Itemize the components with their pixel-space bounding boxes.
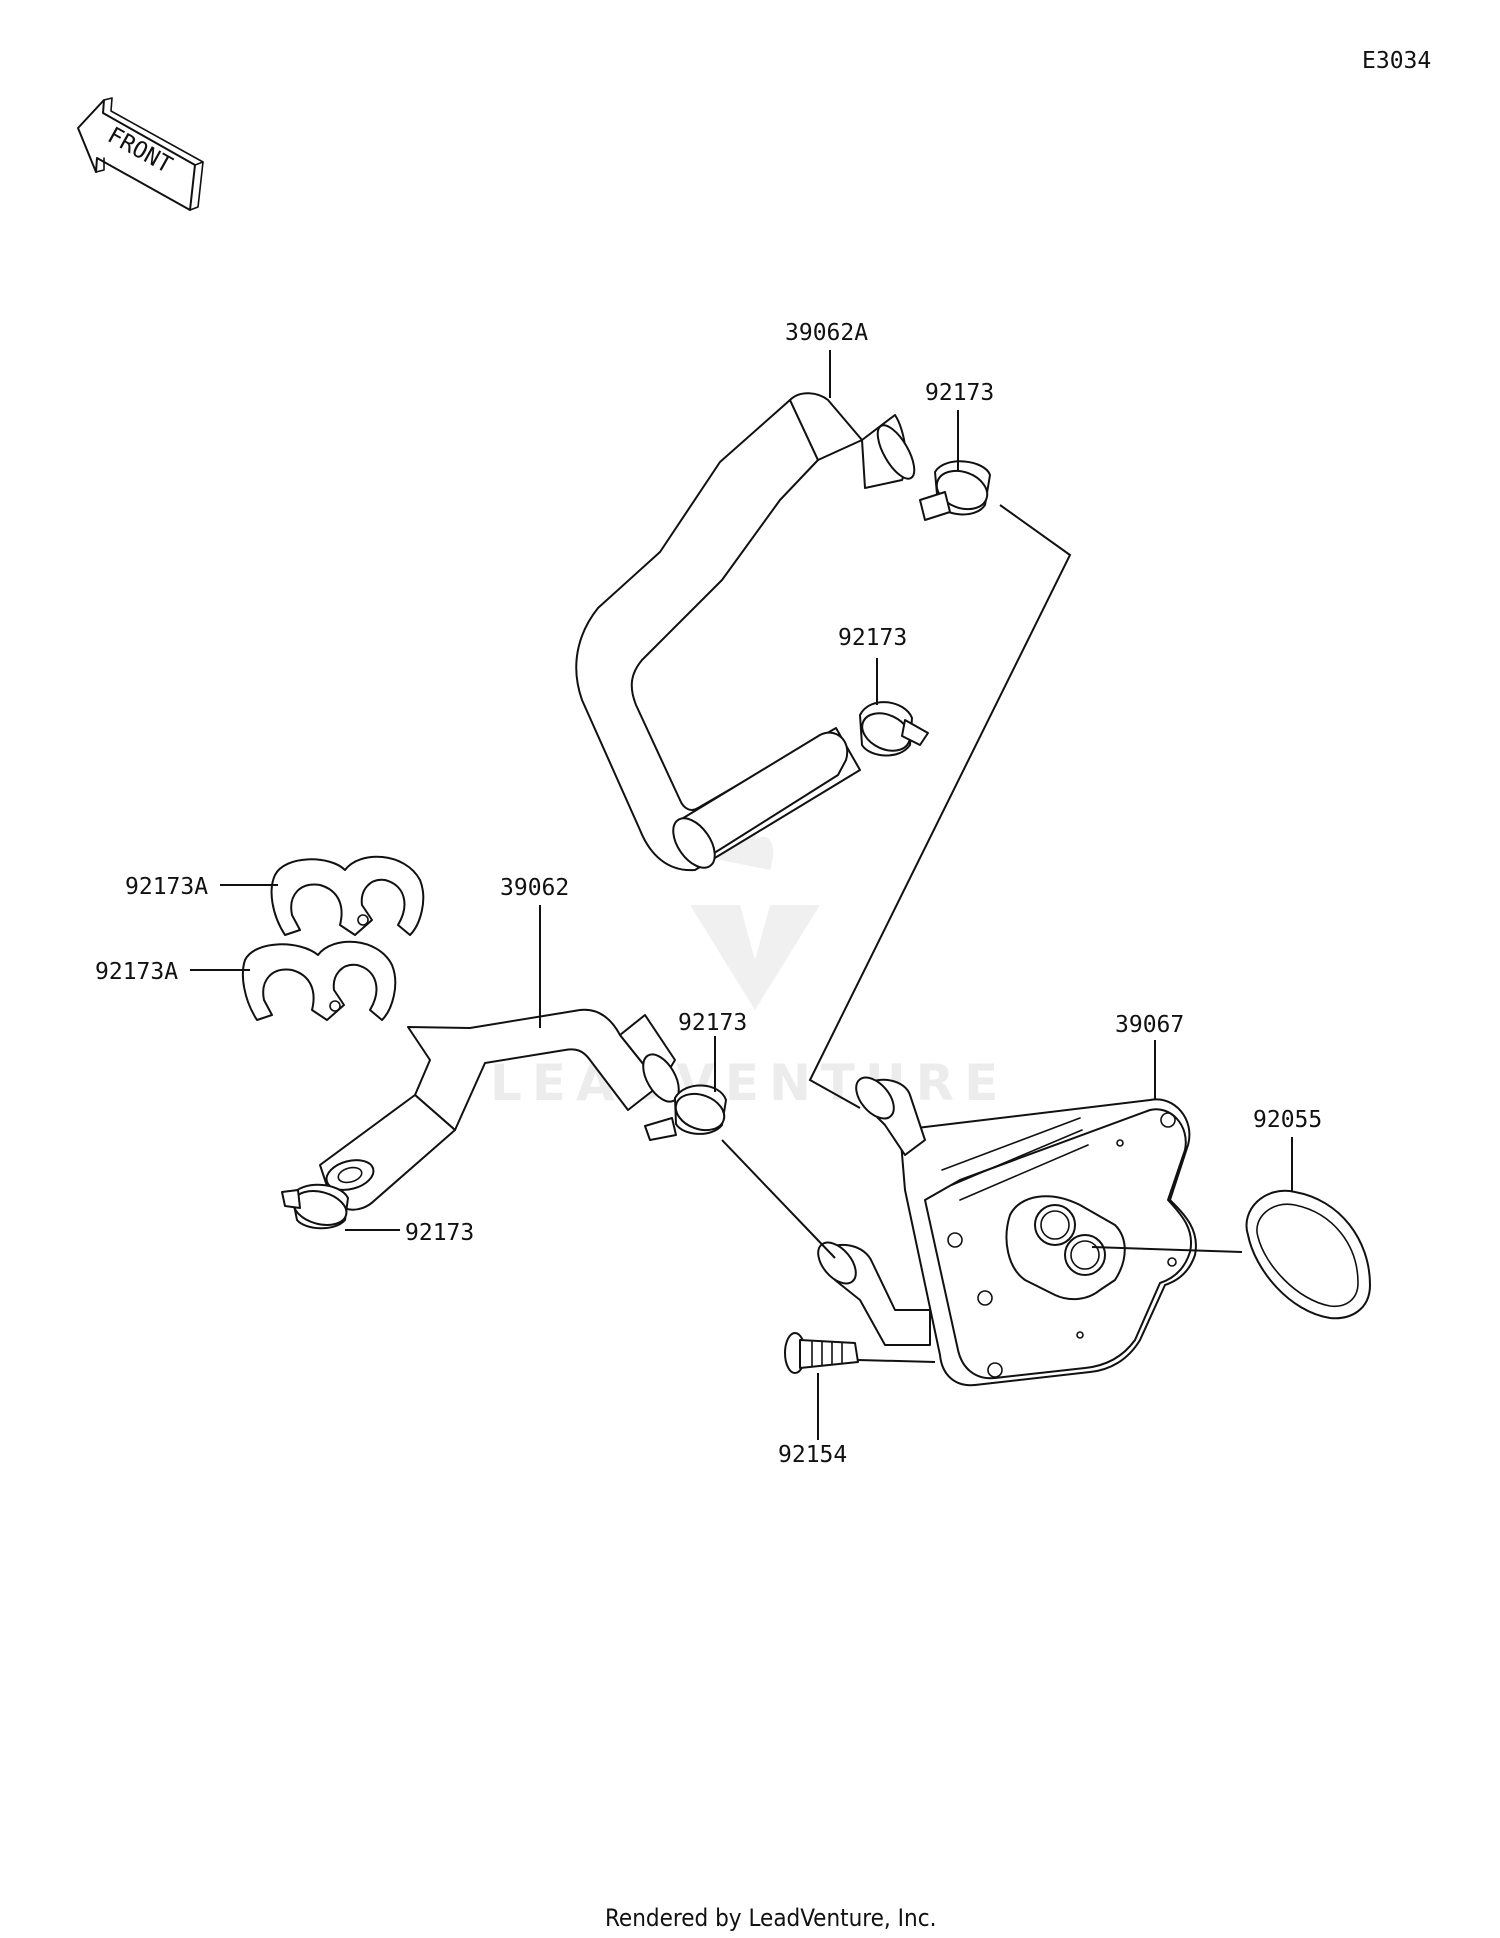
label-92173-lower-left: 92173 — [405, 1220, 474, 1246]
oil-cooler-39067 — [817, 1076, 1197, 1387]
label-92154: 92154 — [778, 1442, 847, 1468]
footer-credit: Rendered by LeadVenture, Inc. — [605, 1904, 936, 1932]
label-92173-upper-mid: 92173 — [838, 625, 907, 651]
leader-lines — [190, 350, 1293, 1440]
clamp-lower-mid — [644, 1084, 727, 1141]
o-ring-92055 — [1245, 1189, 1371, 1320]
label-92173a-2: 92173A — [95, 959, 178, 985]
label-92173-upper-right: 92173 — [925, 380, 994, 406]
clip-92173a-2 — [242, 940, 397, 1021]
label-92173a-1: 92173A — [125, 874, 208, 900]
clamp-lower-left — [281, 1183, 349, 1230]
hose-39062 — [319, 1008, 680, 1211]
front-arrow-icon: FRONT — [77, 97, 204, 211]
bolt-92154 — [784, 1332, 859, 1374]
label-92055: 92055 — [1253, 1107, 1322, 1133]
label-92173-lower-mid: 92173 — [678, 1010, 747, 1036]
clamp-upper-mid — [859, 701, 929, 757]
diagram-code: E3034 — [1362, 48, 1431, 74]
hose-39062a — [575, 392, 916, 872]
watermark-text: LEADVENTURE — [490, 1054, 1008, 1112]
clip-92173a-1 — [270, 855, 425, 936]
label-39062a: 39062A — [785, 320, 868, 346]
label-39062: 39062 — [500, 875, 569, 901]
label-39067: 39067 — [1115, 1012, 1184, 1038]
clamp-upper-right — [919, 460, 991, 521]
